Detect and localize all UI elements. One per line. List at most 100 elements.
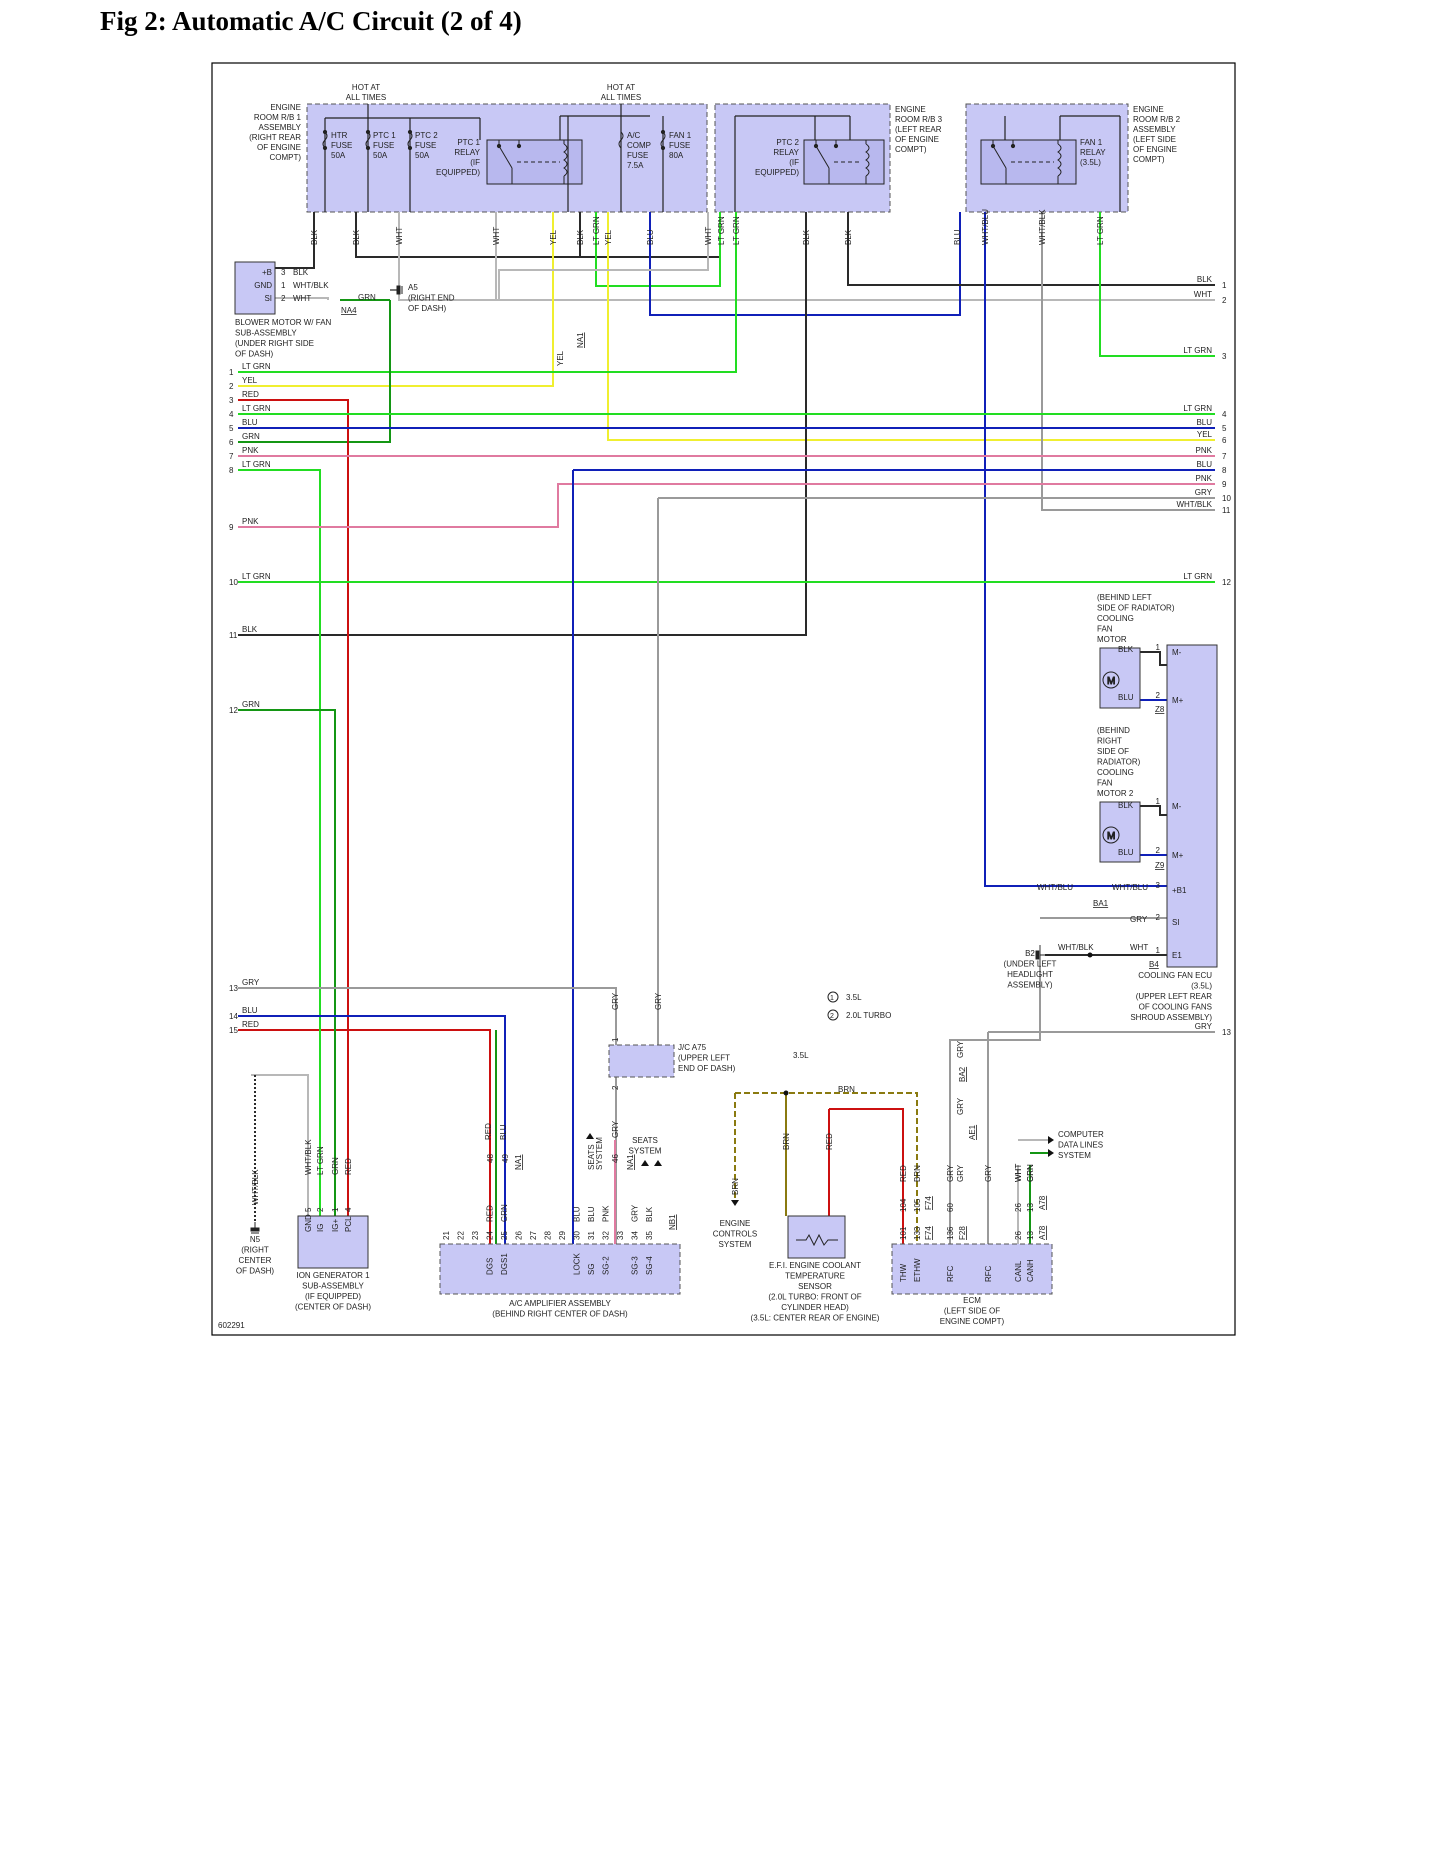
ecm-pin-n2-1: 105: [913, 1198, 922, 1212]
ba2-label: BA2: [958, 1066, 967, 1082]
a5-ground-symbol: [390, 285, 403, 295]
top-wire-label-2: WHT: [395, 227, 404, 245]
right-wire-color-12: LT GRN: [1183, 572, 1212, 581]
left-wire-color-10: LT GRN: [242, 572, 271, 581]
amp-pin-LOCK: LOCK: [573, 1253, 582, 1275]
brn-v-label: BRN: [782, 1133, 791, 1150]
ecm-pin-color-2: GRY: [946, 1164, 955, 1182]
fan-motor-symbols: M M: [1102, 671, 1120, 844]
top-wire-label-17: LT GRN: [1096, 216, 1105, 245]
legend-3-5l: 3.5L: [846, 993, 862, 1002]
amp-pin-num-27: 27: [529, 1231, 538, 1240]
blower-pin-GND: GND: [254, 281, 272, 290]
na1-top-label: NA1: [576, 332, 585, 348]
brn-ec-label: BRN: [731, 1178, 740, 1195]
left-wire-num-13: 13: [229, 984, 238, 993]
ecu-pin-0: M-: [1172, 648, 1182, 657]
ecm-pin-4: CANL: [1014, 1260, 1023, 1282]
amp-48-label: 48: [486, 1154, 495, 1163]
blower-pin-+B: +B: [262, 268, 272, 277]
left-wire-color-1: LT GRN: [242, 362, 271, 371]
top-wire-label-10: LT GRN: [717, 216, 726, 245]
amp-pin-num-21: 21: [442, 1231, 451, 1240]
ion-pin-GND: GND: [304, 1214, 313, 1232]
gry-si-label: GRY: [1130, 915, 1148, 924]
wires: [238, 212, 1215, 1244]
amp-pin-color-34: GRY: [631, 1204, 640, 1222]
ion-pin-num-4: 4: [344, 1207, 353, 1212]
ecm-pin-3: RFC: [984, 1265, 993, 1282]
red-v-label: RED: [825, 1133, 834, 1150]
wht-e1-label: WHT: [1130, 943, 1148, 952]
gry-ecm1-label: GRY: [956, 1040, 965, 1058]
right-wire-color-13: GRY: [1195, 1022, 1213, 1031]
left-wire-color-4: LT GRN: [242, 404, 271, 413]
left-wire-num-15: 15: [229, 1026, 238, 1035]
left-wire-num-10: 10: [229, 578, 238, 587]
right-wire-color-3: LT GRN: [1183, 346, 1212, 355]
ion-pin-color-0: WHT/BLK: [304, 1139, 313, 1175]
right-wire-num-13: 13: [1222, 1028, 1231, 1037]
ecm-pin-color-0: RED: [899, 1165, 908, 1182]
left-wire-num-14: 14: [229, 1012, 238, 1021]
gry-jc3-label: GRY: [611, 1120, 620, 1138]
right-wire-num-7: 7: [1222, 452, 1227, 461]
top-wire-label-15: WHT/BLU: [981, 209, 990, 245]
left-wire-color-14: BLU: [242, 1006, 258, 1015]
amp-pin-color-35: BLK: [645, 1206, 654, 1222]
amp-pin-num-23: 23: [471, 1231, 480, 1240]
amp-pin-num-31: 31: [587, 1231, 596, 1240]
left-wire-color-5: BLU: [242, 418, 258, 427]
brn-top-label: BRN: [838, 1085, 855, 1094]
amp-pin-num-24: 24: [486, 1231, 495, 1240]
f28-label: F28: [958, 1226, 967, 1240]
right-wire-color-5: BLU: [1196, 418, 1212, 427]
right-wire-num-3: 3: [1222, 352, 1227, 361]
ecm-pin-n2-4: 26: [1014, 1203, 1023, 1212]
f74a-label: F74: [924, 1196, 933, 1210]
amp-pin-SG-2: SG-2: [602, 1256, 611, 1275]
wht-ecm-label: WHT: [1014, 1164, 1023, 1182]
ion-pin-IG: IG: [316, 1224, 325, 1232]
blu-m2-label: BLU: [1118, 848, 1134, 857]
z8-label: Z8: [1155, 705, 1165, 714]
ion-pin-IG+: IG+: [331, 1219, 340, 1232]
amp-pin-DGS1: DGS1: [500, 1253, 509, 1275]
right-wire-num-11: 11: [1222, 506, 1231, 515]
right-wire-num-5: 5: [1222, 424, 1227, 433]
amp-pin-num-33: 33: [616, 1231, 625, 1240]
top-wire-label-8: BLU: [646, 229, 655, 245]
ac-amplifier-label: A/C AMPLIFIER ASSEMBLY(BEHIND RIGHT CENT…: [492, 1299, 628, 1319]
blower-pin-color-2: WHT: [293, 294, 311, 303]
right-wire-num-9: 9: [1222, 480, 1227, 489]
ecm-pin-1: ETHW: [913, 1258, 922, 1282]
svg-text:1: 1: [830, 995, 834, 1002]
ecu-pin-num-2: 1: [1156, 797, 1161, 806]
amp-pin-num-26: 26: [515, 1231, 524, 1240]
na4-label: NA4: [341, 306, 357, 315]
left-wire-num-4: 4: [229, 410, 234, 419]
top-wire-label-5: BLK: [576, 229, 585, 245]
whtblu-a-label: WHT/BLU: [1037, 883, 1073, 892]
ion-pin-num-5: 5: [304, 1207, 313, 1212]
ecm-pin-color-1: BRN: [913, 1165, 922, 1182]
blower-pin-num-2: 2: [281, 294, 286, 303]
ecm-pin-n2-2: 60: [946, 1203, 955, 1212]
right-wire-color-1: BLK: [1197, 275, 1213, 284]
amp-pin-num-22: 22: [457, 1231, 466, 1240]
ecm-pin-n1-4: 26: [1014, 1231, 1023, 1240]
jc-1-label: 1: [611, 1037, 620, 1042]
left-wire-num-5: 5: [229, 424, 234, 433]
ecu-pin-4: +B1: [1172, 886, 1187, 895]
right-wire-color-4: LT GRN: [1183, 404, 1212, 413]
